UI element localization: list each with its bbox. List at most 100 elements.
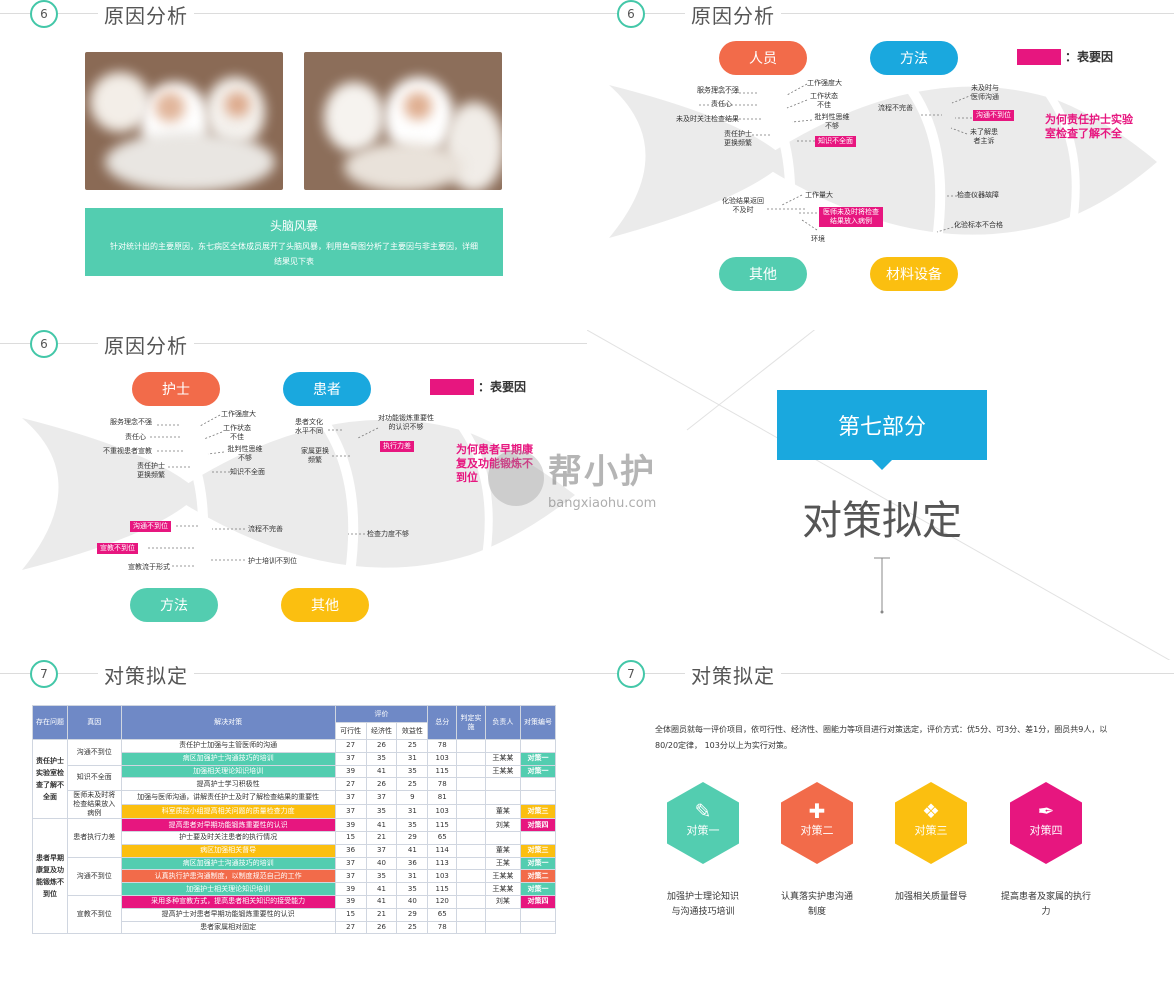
cause-cell: 沟通不到位 bbox=[67, 856, 122, 896]
legend-swatch bbox=[1017, 49, 1061, 65]
table-row: 患者早期康复及功能锻炼不到位 患者执行力差 提高患者对早期功能锻炼重要性的认识 … bbox=[32, 818, 557, 935]
score-cell: 31 bbox=[396, 804, 429, 820]
cause-label: 批判性思维不够 bbox=[227, 445, 263, 462]
no-cell bbox=[519, 830, 557, 845]
cause-label: 化验结果返回不及时 bbox=[722, 197, 764, 214]
fish-bone-1 bbox=[156, 401, 209, 574]
total-cell: 103 bbox=[427, 804, 458, 820]
slide-title: 原因分析 bbox=[685, 0, 781, 29]
no-cell: 对策四 bbox=[519, 818, 557, 832]
score-cell: 41 bbox=[365, 818, 398, 832]
slide-title: 原因分析 bbox=[98, 330, 194, 359]
section-number: 6 bbox=[617, 0, 645, 28]
cause-label: 家属更换频繁 bbox=[301, 447, 329, 464]
cause-label: 工作状态不佳 bbox=[810, 92, 838, 109]
col-subheader: 可行性 bbox=[334, 722, 367, 740]
judge-cell bbox=[456, 777, 486, 792]
cause-label: 对功能锻炼重要性的认识不够 bbox=[378, 414, 434, 431]
arrow bbox=[786, 99, 808, 109]
score-cell: 15 bbox=[334, 907, 367, 922]
measure-cell: 加强与医师沟通，讲解责任护士及时了解检查结果的重要性 bbox=[120, 790, 336, 806]
total-cell: 103 bbox=[427, 751, 458, 766]
decor-line bbox=[686, 330, 816, 431]
section-label: 第七部分 bbox=[777, 390, 987, 460]
fish-tail bbox=[609, 85, 787, 238]
judge-cell bbox=[456, 882, 486, 896]
fish-tail bbox=[22, 418, 200, 570]
cause-label: 患者文化水平不同 bbox=[295, 418, 323, 435]
slide-title: 对策拟定 bbox=[685, 660, 781, 689]
score-cell: 35 bbox=[365, 804, 398, 820]
total-cell: 65 bbox=[427, 830, 458, 845]
arrow bbox=[199, 414, 221, 427]
countermeasure-desc: 加强护士理论知识与沟通技巧培训 bbox=[666, 892, 739, 917]
section-number: 7 bbox=[617, 660, 645, 688]
fishbone-question: 为何患者早期康复及功能锻炼不到位 bbox=[456, 443, 533, 484]
cause-label: 责任护士更换频繁 bbox=[724, 130, 752, 147]
countermeasure-hex: ✎ 对策一 bbox=[667, 782, 739, 864]
no-cell: 对策一 bbox=[519, 764, 557, 779]
blurred-photo-2 bbox=[304, 52, 502, 190]
section-decor bbox=[587, 330, 1171, 660]
score-cell: 41 bbox=[365, 764, 398, 779]
cause-label: 未及时关注检查结果 bbox=[676, 115, 739, 123]
score-cell: 35 bbox=[396, 818, 429, 832]
measure-cell: 护士要及时关注患者的执行情况 bbox=[120, 830, 336, 845]
total-cell: 78 bbox=[427, 739, 458, 753]
owner-cell: 董某 bbox=[484, 843, 521, 858]
key-cause-tag: 知识不全面 bbox=[815, 136, 856, 147]
score-cell: 41 bbox=[396, 843, 429, 858]
no-cell: 对策二 bbox=[519, 869, 557, 884]
score-cell: 37 bbox=[365, 843, 398, 858]
total-cell: 120 bbox=[427, 894, 458, 909]
legend-label: ：表要因 bbox=[478, 380, 527, 394]
cause-label: 责任心 bbox=[125, 433, 146, 441]
measure-cell: 科室质控小组提高相关问题的质量检查力度 bbox=[120, 804, 336, 820]
score-cell: 39 bbox=[334, 894, 367, 909]
cause-label: 不重视患者宣教 bbox=[103, 447, 152, 455]
no-cell bbox=[519, 777, 557, 792]
col-header: 判定实施 bbox=[456, 705, 486, 740]
total-cell: 65 bbox=[427, 907, 458, 922]
slide-cause-analysis-photos: 6 原因分析 头脑风暴 针对统计出的主要原因，东七病区全体成员展开了头脑风暴，利… bbox=[0, 0, 587, 330]
score-cell: 35 bbox=[365, 751, 398, 766]
cause-label: 责任护士更换频繁 bbox=[137, 462, 165, 479]
score-cell: 29 bbox=[396, 907, 429, 922]
judge-cell bbox=[456, 920, 486, 935]
score-cell: 31 bbox=[396, 751, 429, 766]
col-header: 总分 bbox=[427, 705, 458, 740]
slide-countermeasure-summary: 7 对策拟定 全体圈员就每一评价项目，依可行性、经济性、圈能力等项目进行对策选定… bbox=[587, 660, 1174, 1000]
no-cell: 对策三 bbox=[519, 843, 557, 858]
owner-cell: 王某某 bbox=[484, 869, 521, 884]
section-number: 6 bbox=[30, 0, 58, 28]
measure-cell: 病区加强相关督导 bbox=[120, 843, 336, 858]
measure-cell: 加强相关理论知识培训 bbox=[120, 764, 336, 779]
countermeasure-label: 对策二 bbox=[800, 824, 834, 837]
selection-intro: 全体圈员就每一评价项目，依可行性、经济性、圈能力等项目进行对策选定，评价方式：优… bbox=[655, 725, 1108, 750]
score-cell: 27 bbox=[334, 739, 367, 753]
judge-cell bbox=[456, 751, 486, 766]
owner-cell: 刘某 bbox=[484, 818, 521, 832]
cause-label: 工作强度大 bbox=[807, 79, 842, 87]
owner-cell bbox=[484, 830, 521, 845]
score-cell: 37 bbox=[334, 804, 367, 820]
arrow bbox=[207, 451, 225, 455]
cause-cell: 宣教不到位 bbox=[67, 894, 122, 935]
owner-cell: 王某 bbox=[484, 856, 521, 871]
cause-label: 护士培训不到位 bbox=[248, 557, 297, 565]
judge-cell bbox=[456, 790, 486, 806]
category-pill: 患者 bbox=[283, 372, 371, 406]
no-cell bbox=[519, 790, 557, 806]
total-cell: 115 bbox=[427, 818, 458, 832]
score-cell: 41 bbox=[365, 882, 398, 896]
measure-cell: 责任护士加强与主管医师的沟通 bbox=[120, 739, 336, 753]
measure-cell: 提高护士对患者早期功能锻炼重要性的认识 bbox=[120, 907, 336, 922]
header-line bbox=[587, 13, 1174, 14]
category-pill: 其他 bbox=[281, 588, 369, 622]
category-pill: 方法 bbox=[870, 41, 958, 75]
total-cell: 81 bbox=[427, 790, 458, 806]
